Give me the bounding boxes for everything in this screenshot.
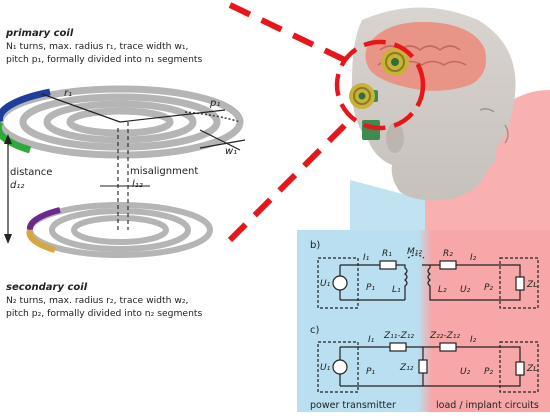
c-Z22-Z12: Z₂₂-Z₁₂ bbox=[429, 331, 460, 341]
circuit-b bbox=[317, 254, 539, 309]
b-P1: P₁ bbox=[366, 283, 375, 293]
zoom-lines bbox=[227, 2, 348, 243]
primary-coil-heading: primary coil bbox=[5, 28, 74, 39]
label-w1: w₁ bbox=[225, 146, 237, 157]
c-P2: P₂ bbox=[484, 367, 493, 377]
secondary-coil-heading: secondary coil bbox=[6, 282, 88, 293]
secondary-coil-text: secondary coil N₂ turns, max. radius r₂,… bbox=[6, 282, 203, 319]
tag-b: b) bbox=[310, 240, 320, 251]
circuit-c-labels: c) I₁ Z₁₁-Z₁₂ Z₂₂-Z₁₂ I₂ U₁ P₁ Z₁₂ U₂ P₂… bbox=[310, 325, 538, 377]
c-U2: U₂ bbox=[460, 367, 471, 377]
primary-coil-line2: pitch p₁, formally divided into n₁ segme… bbox=[6, 54, 203, 65]
geometry-guides bbox=[4, 122, 150, 244]
b-L1: L₁ bbox=[392, 285, 401, 295]
b-I2: I₂ bbox=[470, 253, 477, 263]
c-Z11-Z12: Z₁₁-Z₁₂ bbox=[383, 331, 414, 341]
b-L2: L₂ bbox=[438, 285, 447, 295]
b-U1: U₁ bbox=[320, 279, 331, 289]
tag-c: c) bbox=[310, 325, 319, 336]
c-U1: U₁ bbox=[320, 363, 331, 373]
secondary-coil bbox=[26, 202, 213, 258]
c-ZL: Zʟ bbox=[526, 364, 538, 374]
b-M12: M₁₂ bbox=[407, 247, 422, 257]
c-I1: I₁ bbox=[368, 335, 375, 345]
head-illustration bbox=[334, 7, 516, 201]
primary-coil-text: primary coil N₁ turns, max. radius r₁, t… bbox=[5, 28, 203, 65]
c-P1: P₁ bbox=[366, 367, 375, 377]
primary-coil-line1: N₁ turns, max. radius r₁, trace width w₁… bbox=[6, 41, 189, 52]
circuit-c bbox=[317, 341, 539, 393]
label-r1: r₁ bbox=[64, 88, 72, 99]
b-R2: R₂ bbox=[443, 249, 453, 259]
primary-coil bbox=[0, 85, 246, 159]
c-Z12: Z₁₂ bbox=[399, 363, 414, 373]
b-I1: I₁ bbox=[363, 253, 370, 263]
footer-implant: load / implant circuits bbox=[436, 400, 539, 411]
label-distance: distance bbox=[10, 167, 52, 178]
b-U2: U₂ bbox=[460, 285, 471, 295]
secondary-coil-line1: N₂ turns, max. radius r₂, trace width w₂… bbox=[6, 295, 189, 306]
secondary-coil-line2: pitch p₂, formally divided into n₂ segme… bbox=[6, 308, 203, 319]
b-P2: P₂ bbox=[484, 283, 493, 293]
label-misalignment: misalignment bbox=[130, 166, 198, 177]
b-ZL: Zʟ bbox=[526, 280, 538, 290]
label-d12: d₁₂ bbox=[10, 180, 24, 191]
label-l12: l₁₂ bbox=[132, 179, 143, 190]
b-R1: R₁ bbox=[382, 249, 392, 259]
footer-transmitter: power transmitter bbox=[310, 400, 396, 411]
label-p1: p₁ bbox=[209, 98, 220, 109]
c-I2: I₂ bbox=[470, 335, 477, 345]
circuit-b-labels: b) I₁ R₁ M₁₂ R₂ I₂ U₁ P₁ L₁ L₂ U₂ P₂ Zʟ bbox=[310, 240, 538, 295]
